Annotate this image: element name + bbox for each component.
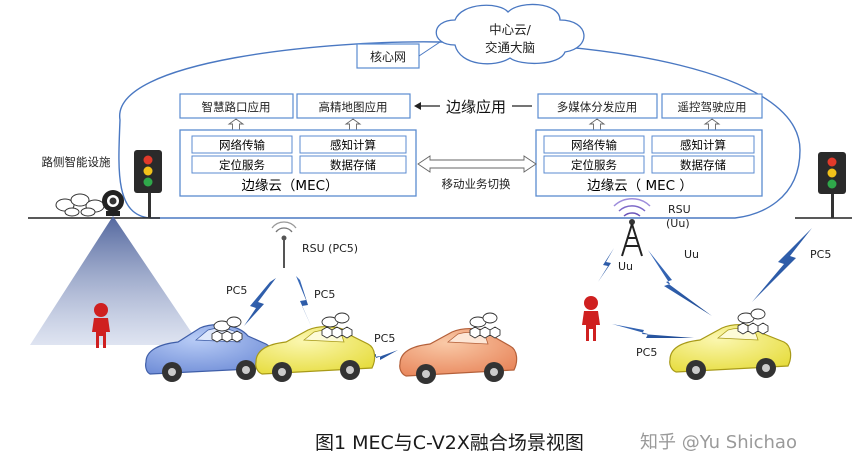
sensor-cluster-icon [211, 316, 243, 343]
edge-app-label: 高精地图应用 [319, 100, 388, 114]
pc5-label: PC5 [374, 332, 395, 345]
uu-label: Uu [618, 260, 633, 273]
edge-app-multimedia: 多媒体分发应用 [537, 93, 658, 119]
center-cloud-label-2: 交通大脑 [485, 40, 535, 55]
figure-caption: 图1 MEC与C-V2X融合场景视图 [315, 432, 584, 454]
pc5-label: PC5 [314, 288, 335, 301]
core-network-label: 核心网 [370, 50, 406, 64]
edge-app-label: 遥控驾驶应用 [678, 100, 747, 114]
mec-right: 网络传输 感知计算 定位服务 数据存储 边缘云（ MEC ） [535, 129, 763, 197]
lightning-icon [648, 250, 712, 316]
car-yellow [255, 326, 376, 382]
traffic-light-icon [134, 150, 162, 218]
pedestrian-icon [582, 296, 600, 341]
handover-arrow: 移动业务切换 [417, 155, 537, 191]
pedestrian-icon [92, 303, 110, 348]
sensor-cluster-icon [321, 312, 353, 339]
edge-app-label: 多媒体分发应用 [557, 100, 638, 114]
mec-service-label: 感知计算 [330, 138, 376, 152]
core-cloud-link [418, 41, 441, 57]
mec-service-label: 数据存储 [330, 158, 376, 172]
lightning-icon [296, 276, 312, 328]
core-network-box: 核心网 [356, 43, 420, 69]
mec-service-label: 数据存储 [680, 158, 726, 172]
mec-service-label: 网络传输 [571, 138, 617, 152]
network-boundary [118, 41, 801, 219]
handover-label: 移动业务切换 [442, 177, 511, 191]
edge-apps-label: 边缘应用 [446, 98, 506, 116]
edge-app-remote-driving: 遥控驾驶应用 [661, 93, 763, 119]
lightning-icon [612, 324, 694, 338]
edge-app-label: 智慧路口应用 [202, 100, 271, 114]
camera-view-beam [30, 216, 200, 345]
sensor-cluster-icon [737, 308, 769, 335]
sensor-cluster-icon [469, 312, 501, 339]
edge-app-hd-map: 高精地图应用 [296, 93, 411, 119]
pc5-label: PC5 [636, 346, 657, 359]
mec-service-label: 定位服务 [219, 158, 265, 172]
mec-service-label: 网络传输 [219, 138, 265, 152]
rsu-right-label-1: RSU [668, 203, 691, 216]
uu-label: Uu [684, 248, 699, 261]
edge-apps-heading: 边缘应用 [414, 98, 532, 116]
lightning-icon [752, 228, 812, 302]
roadside-label: 路侧智能设施 [42, 155, 111, 169]
rsu-right-label-2: (Uu) [666, 217, 690, 230]
mec-left-title: 边缘云（MEC） [241, 178, 338, 194]
mec-service-label: 定位服务 [571, 158, 617, 172]
lightning-icon [244, 278, 276, 326]
pc5-label: PC5 [810, 248, 831, 261]
rsu-left-label: RSU (PC5) [302, 242, 358, 255]
figure-caption-bar: 图1 MEC与C-V2X融合场景视图 知乎 @Yu Shichao [0, 422, 865, 462]
rsu-antenna-icon [271, 221, 297, 268]
traffic-light-icon [818, 152, 846, 218]
car-orange [399, 328, 518, 384]
rsu-tower-icon [613, 198, 651, 257]
pc5-label: PC5 [226, 284, 247, 297]
center-cloud-label-1: 中心云/ [489, 22, 532, 37]
edge-app-smart-intersection: 智慧路口应用 [179, 93, 294, 119]
car-yellow [669, 324, 792, 380]
lightning-icon [598, 248, 614, 282]
sensor-cluster-icon [55, 193, 105, 217]
watermark: 知乎 @Yu Shichao [640, 432, 797, 453]
camera-icon [102, 190, 124, 216]
mec-service-label: 感知计算 [680, 138, 726, 152]
mec-left: 网络传输 感知计算 定位服务 数据存储 边缘云（MEC） [179, 129, 417, 197]
center-cloud: 中心云/ 交通大脑 [435, 3, 585, 65]
mec-right-title: 边缘云（ MEC ） [587, 178, 693, 194]
